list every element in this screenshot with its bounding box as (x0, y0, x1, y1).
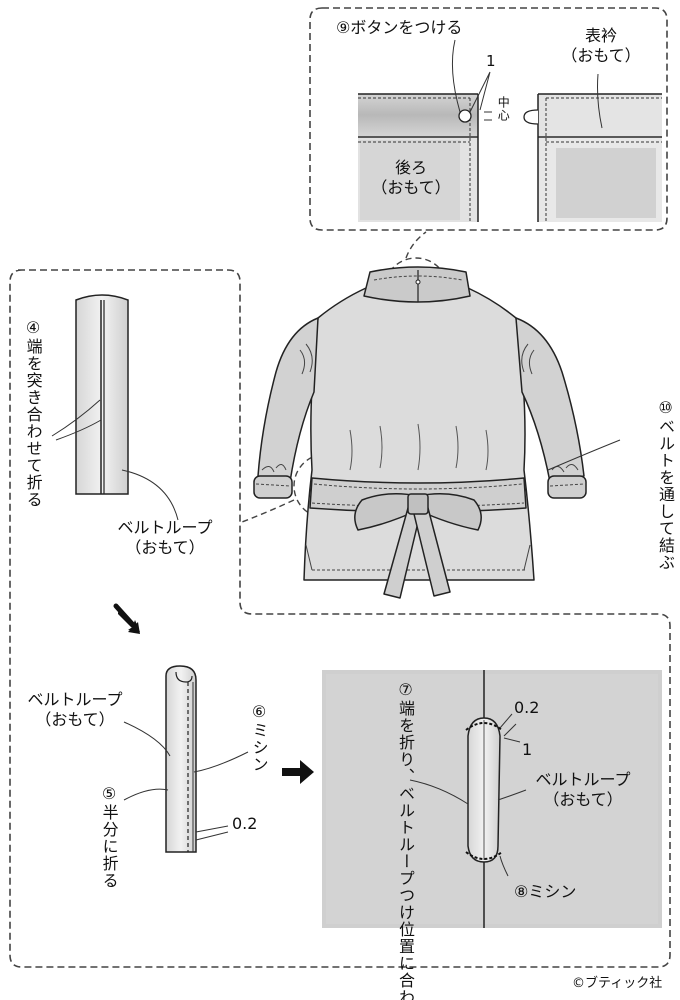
button-icon (458, 109, 472, 123)
collar-panel (523, 93, 662, 222)
button-loop-icon (523, 109, 539, 125)
copyright-label: ©ブティック社 (572, 976, 663, 991)
back-panel (358, 93, 479, 222)
step10-label: ⑩ベルトを通して結ぶ (656, 398, 675, 571)
arrow-right-icon (282, 760, 314, 784)
belt-loop-attached (465, 717, 503, 863)
step9-label: ⑨ボタンをつける (336, 18, 463, 37)
back-label: 後ろ （おもて） (371, 158, 451, 197)
belt-loop-strip-step4 (51, 294, 179, 521)
dimension-1-label: 1 (486, 52, 496, 70)
collar-label: 表衿 （おもて） (561, 26, 641, 65)
belt-loop-label-step5: ベルトループ （おもて） (27, 690, 123, 729)
dimension-02-label-step7: 0.2 (514, 698, 540, 717)
step7-label: ⑦端を折り、ベルトループつけ位置に合わせる (396, 680, 415, 1000)
collar-callout-border (309, 7, 668, 231)
step8-label: ⑧ミシン (514, 882, 577, 901)
belt-loop-label-step4: ベルトループ （おもて） (117, 518, 213, 557)
tunic-garment (253, 266, 587, 599)
step5-label: ⑤半分に折る (99, 784, 119, 889)
belt-loop-label-step7: ベルトループ （おもて） (535, 770, 631, 809)
step4-label: ④端を突き合わせて折る (23, 318, 43, 508)
dimension-02-label: 0.2 (232, 814, 258, 833)
dimension-1-label-step7: 1 (522, 740, 533, 759)
step6-label: ⑥ミシン (249, 702, 269, 773)
belt-loop-folded-step5 (165, 665, 197, 853)
center-label: 中心 (496, 96, 511, 122)
belt-callout-border (9, 269, 671, 968)
